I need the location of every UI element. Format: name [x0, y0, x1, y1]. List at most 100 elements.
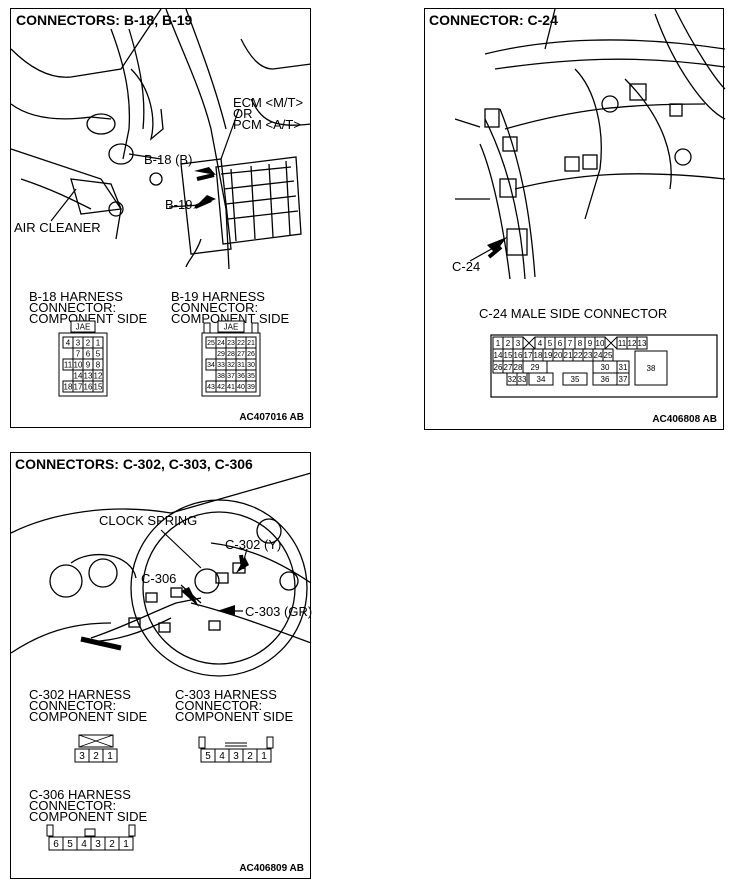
pin-label: 18	[64, 382, 73, 391]
pin-label: 8	[578, 339, 583, 348]
pin-label: 15	[94, 382, 103, 391]
pin-label: 4	[81, 839, 87, 850]
pin-label: 3	[76, 338, 81, 347]
pin-label: 7	[568, 339, 573, 348]
pin-label: 1	[96, 338, 101, 347]
pin-label: 41	[227, 384, 235, 391]
pin-label: 25	[207, 340, 215, 347]
pin-label: 4	[66, 338, 71, 347]
latch	[128, 824, 136, 837]
c303-caption: C-303 HARNESS CONNECTOR: COMPONENT SIDE	[175, 687, 294, 724]
pin-label: 25	[604, 351, 613, 360]
pin-label: 2	[109, 839, 115, 850]
pin-label: 33	[518, 375, 527, 384]
panel-title: CONNECTORS: C-302, C-303, C-306	[15, 456, 253, 472]
steering-wheel-illustration	[10, 472, 312, 677]
pin-label: 14	[74, 371, 83, 380]
pin-cell	[256, 748, 272, 763]
pin-label: 35	[571, 375, 580, 384]
pin-label: 38	[647, 364, 656, 373]
connector-housing	[58, 332, 108, 397]
pin-cell	[102, 748, 118, 763]
pin-label: 6	[558, 339, 563, 348]
pin-label: 29	[217, 351, 225, 358]
pin-label: 3	[79, 751, 85, 762]
pin-label: 2	[86, 338, 91, 347]
c24-caption: C-24 MALE SIDE CONNECTOR	[479, 306, 668, 321]
pin-label: 10	[596, 339, 605, 348]
pin-label: 31	[237, 362, 245, 369]
connector-key	[217, 320, 245, 333]
pin-label: 5	[96, 349, 101, 358]
pin-label: 36	[237, 373, 245, 380]
pin-label: 19	[544, 351, 553, 360]
pin-label: JAE	[224, 322, 239, 331]
pin-cell	[92, 380, 104, 393]
pin-label: 28	[227, 351, 235, 358]
pin-label: 1	[107, 751, 113, 762]
pin-label: 38	[217, 373, 225, 380]
c302-caption: C-302 HARNESS CONNECTOR: COMPONENT SIDE	[29, 687, 148, 724]
panel-c24: CONNECTOR: C-24 C-24 C-24 MALE SIDE CONN…	[424, 8, 726, 430]
pin-cell	[562, 372, 588, 386]
pin-label: 21	[564, 351, 573, 360]
pin-label: 34	[537, 375, 546, 384]
latch	[251, 322, 259, 334]
c306-caption: C-306 HARNESS CONNECTOR: COMPONENT SIDE	[29, 787, 148, 824]
engine-bay-illustration	[10, 8, 312, 270]
pin-label: 33	[217, 362, 225, 369]
pin-label: 24	[594, 351, 603, 360]
dashboard-harness-illustration	[454, 8, 726, 280]
pin-label: 32	[227, 362, 235, 369]
diagram-code: AC406809 AB	[239, 863, 304, 874]
pin-label: 27	[504, 363, 513, 372]
pin-label: 13	[84, 371, 93, 380]
pin-label: 14	[494, 351, 503, 360]
pin-label: 37	[619, 375, 628, 384]
pin-cell	[636, 336, 648, 350]
pin-label: 30	[247, 362, 255, 369]
pin-label: 3	[95, 839, 101, 850]
pin-label: 40	[237, 384, 245, 391]
pin-label: 9	[86, 360, 91, 369]
pin-label: 17	[524, 351, 533, 360]
pin-cell	[516, 372, 528, 386]
pin-label: 3	[233, 751, 239, 762]
pin-label: 8	[96, 360, 101, 369]
pin-label: 36	[601, 375, 610, 384]
pin-label: 42	[217, 384, 225, 391]
pin-label: 28	[514, 363, 523, 372]
pin-label: 10	[74, 360, 83, 369]
latch	[198, 736, 206, 749]
pin-label: 22	[237, 340, 245, 347]
latch	[203, 322, 211, 334]
pin-label: 5	[205, 751, 211, 762]
pin-label: 30	[601, 363, 610, 372]
pin-label: 32	[508, 375, 517, 384]
pin-label: 1	[496, 339, 501, 348]
pin-label: 9	[588, 339, 593, 348]
panel-b18-b19: CONNECTORS: B-18, B-19 ECM <M/T> OR PCM …	[10, 8, 312, 428]
pin-label: 39	[247, 384, 255, 391]
pin-label: 5	[67, 839, 73, 850]
c303-callout: C-303 (GR)	[245, 604, 313, 619]
c24-callout: C-24	[452, 259, 481, 274]
pin-label: 2	[506, 339, 511, 348]
pin-label: 16	[84, 382, 93, 391]
pin-label: 2	[247, 751, 253, 762]
blank-position	[522, 336, 536, 350]
pin-label: 7	[76, 349, 81, 358]
pin-label: 24	[217, 340, 225, 347]
pin-cell	[634, 350, 668, 386]
connector-key	[70, 320, 96, 333]
pin-label: 13	[638, 339, 647, 348]
pin-label: 26	[494, 363, 503, 372]
pin-label: 6	[86, 349, 91, 358]
latch	[46, 824, 54, 837]
pin-label: 1	[261, 751, 267, 762]
b19-caption: B-19 HARNESS CONNECTOR: COMPONENT SIDE	[171, 289, 290, 326]
pin-cell	[616, 372, 630, 386]
